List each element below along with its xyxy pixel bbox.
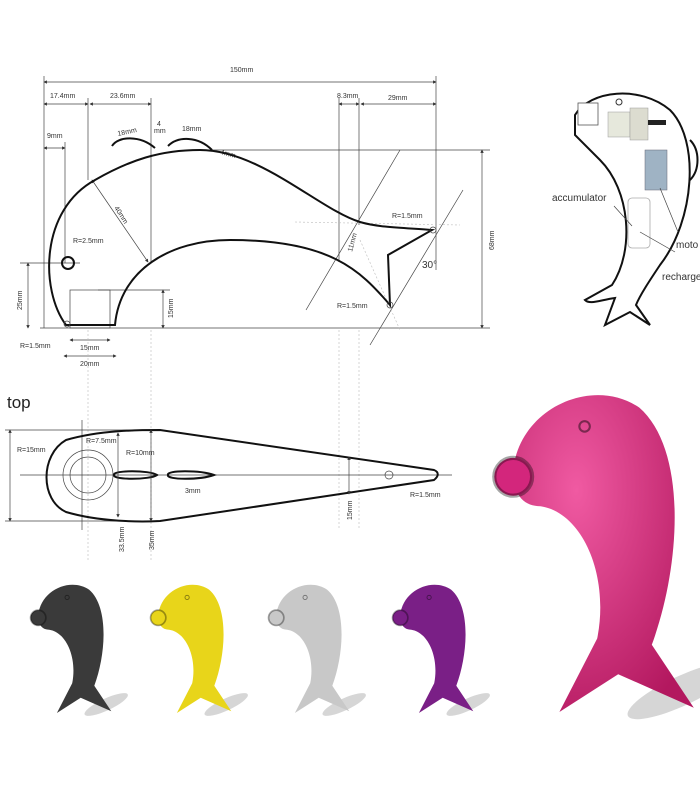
dim-tip-radius: R=1.5mm — [410, 492, 441, 499]
dim-tail-d1: 8.3mm — [337, 93, 359, 100]
eye — [578, 420, 591, 433]
dim-gap: 4 — [157, 121, 161, 128]
slot-1 — [112, 470, 159, 480]
foot-box — [69, 289, 111, 329]
dolphin-side-outline — [48, 148, 436, 326]
dim-overall-length: 150mm — [230, 67, 254, 74]
label-motor: moto — [676, 240, 699, 251]
nose — [267, 609, 285, 627]
side-view-drawing: 150mm 17.4mm 23.6mm 9mm 18mm 4 mm 18mm 4… — [17, 67, 496, 560]
dolphin-internal-outline — [574, 92, 691, 328]
label-accumulator: accumulator — [552, 193, 607, 204]
product-renders — [29, 395, 700, 720]
dolphin-render-magenta — [492, 395, 700, 720]
dim-foot-outer: 20mm — [80, 361, 100, 368]
eye — [302, 594, 308, 600]
nose — [149, 609, 167, 627]
dim-w15: 15mm — [347, 500, 354, 520]
dolphin-render-purple — [391, 584, 490, 716]
dim-w35: 35mm — [149, 530, 156, 550]
dim-tail-d2: 29mm — [388, 95, 408, 102]
label-recharge: recharge — [662, 272, 700, 283]
dim-overall-height: 68mm — [489, 230, 496, 250]
eye — [426, 594, 432, 600]
accumulator-part — [627, 197, 651, 249]
eye — [64, 594, 70, 600]
dim-fin1: 18mm — [117, 127, 138, 138]
dolphin-body — [513, 395, 694, 712]
dim-eye-radius: R=2.5mm — [73, 238, 104, 245]
dim-foot-height: 15mm — [168, 298, 175, 318]
dolphin-render-black — [29, 584, 128, 716]
dim-tail-angle: 30° — [422, 260, 437, 271]
eye — [184, 594, 190, 600]
dim-fin2: 18mm — [182, 126, 202, 133]
top-view-drawing: top R=15mm R=7.5mm R=10mm 3mm 33.5mm 35m… — [5, 393, 452, 552]
dim-foot-inner: 15mm — [80, 345, 100, 352]
nose — [391, 609, 409, 627]
dim-r75: R=7.5mm — [86, 438, 117, 445]
dim-head-diag: 40mm — [112, 205, 129, 225]
internal-view: accumulator moto recharge — [552, 92, 700, 328]
slot-2 — [166, 470, 217, 480]
dim-r15: R=15mm — [17, 447, 46, 454]
dim-foot-radius: R=1.5mm — [20, 343, 51, 350]
dolphin-body — [38, 584, 112, 713]
dolphin-body — [400, 584, 474, 713]
dolphin-body — [158, 584, 232, 713]
dim-tail-radius-top: R=1.5mm — [392, 213, 423, 220]
dim-height-left: 25mm — [17, 290, 24, 310]
dolphin-render-yellow — [149, 584, 248, 716]
dim-d1: 17.4mm — [50, 93, 75, 100]
nose — [29, 609, 47, 627]
dim-tail-width: 11mm — [347, 232, 359, 252]
nose — [492, 455, 535, 498]
motor-part — [644, 149, 668, 191]
dim-gap-unit: mm — [154, 128, 166, 135]
dim-r10: R=10mm — [126, 450, 155, 457]
dim-d3: 9mm — [47, 133, 63, 140]
dim-d2: 23.6mm — [110, 93, 135, 100]
dim-w335: 33.5mm — [119, 527, 126, 552]
top-view-title: top — [7, 393, 31, 412]
dim-slot: 3mm — [185, 488, 201, 495]
dolphin-render-silver — [267, 584, 366, 716]
dim-tail-radius-bottom: R=1.5mm — [337, 303, 368, 310]
dolphin-body — [276, 584, 350, 713]
dolphin-top-outline — [45, 428, 439, 523]
eye-hole — [61, 256, 75, 270]
gear-part — [607, 111, 631, 138]
